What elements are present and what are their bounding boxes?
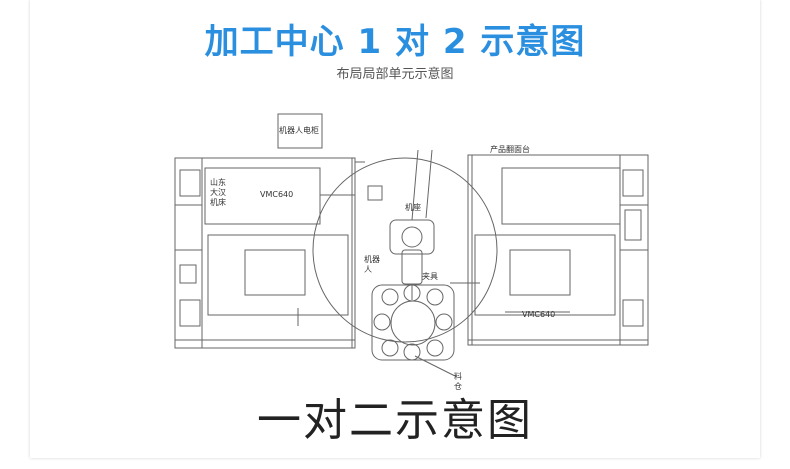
label-base: 机座 bbox=[405, 203, 421, 212]
material-bin bbox=[371, 284, 455, 361]
label-bin: 料 仓 bbox=[454, 372, 462, 391]
label-left-brand: 山东 大汉 机床 bbox=[210, 178, 226, 207]
robot-cabinet-box bbox=[277, 113, 323, 149]
diagram-caption: 一对二示意图 bbox=[257, 395, 533, 446]
label-robot: 机器 人 bbox=[364, 255, 380, 274]
layout-diagram: 机器人电柜 产品翻面台 山东 大汉 机床 VMC640 VMC640 机座 机器… bbox=[150, 100, 660, 400]
reach-circle bbox=[312, 157, 498, 343]
label-right-model: VMC640 bbox=[522, 310, 556, 319]
label-fixture: 夹具 bbox=[422, 272, 438, 281]
label-left-model: VMC640 bbox=[260, 190, 294, 199]
content-card bbox=[30, 0, 760, 458]
robot-arm bbox=[401, 249, 423, 285]
page-title: 加工中心 1 对 2 示意图 bbox=[204, 22, 586, 62]
page-subtitle: 布局局部单元示意图 bbox=[336, 67, 454, 82]
robot-base bbox=[389, 219, 435, 255]
label-product-bin: 产品翻面台 bbox=[490, 145, 530, 154]
layout-drawing bbox=[174, 113, 649, 377]
label-robot-cabinet: 机器人电柜 bbox=[279, 126, 319, 135]
